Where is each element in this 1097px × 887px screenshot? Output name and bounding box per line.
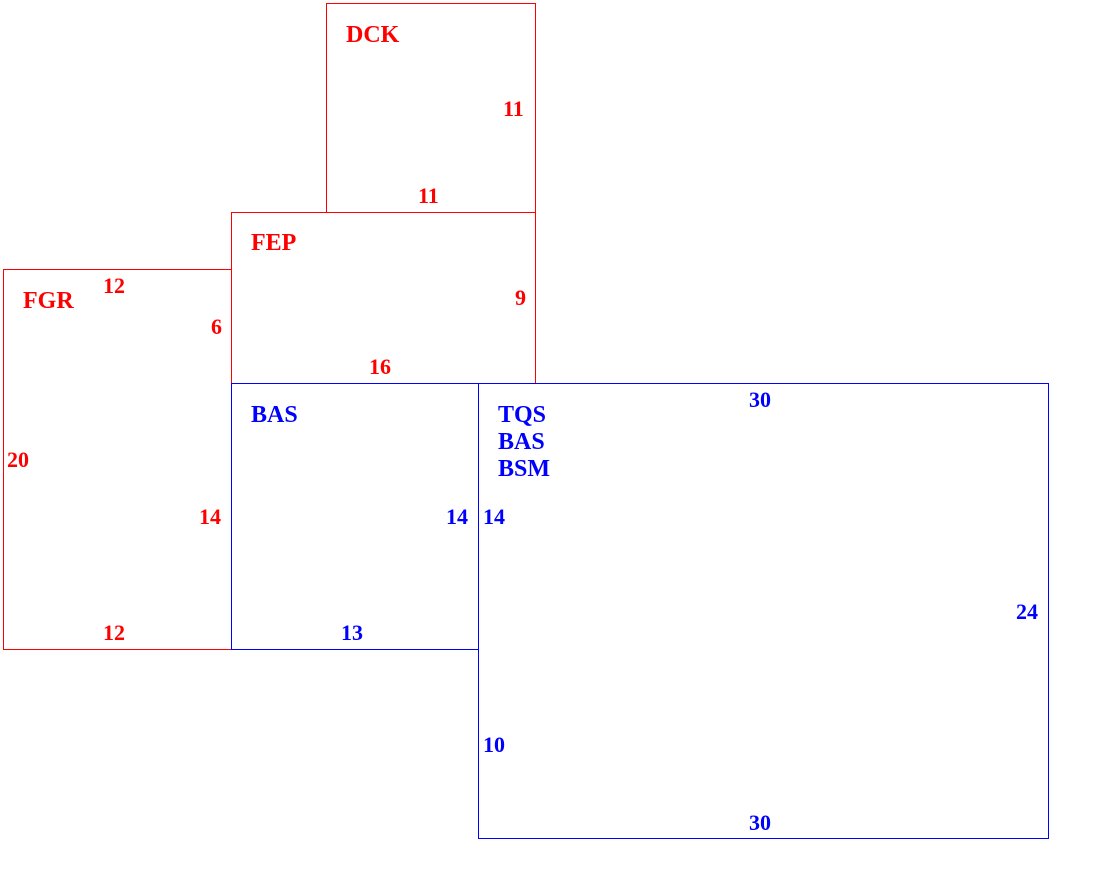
room-dck-dim-bottom: 11 <box>418 183 439 208</box>
room-dck-dim-right: 11 <box>503 96 524 121</box>
room-tqs-name-line: TQS <box>498 402 547 428</box>
room-fgr-dim-bottom: 12 <box>103 620 125 645</box>
room-bas-dim-right: 14 <box>446 504 468 529</box>
room-fgr-name: FGR <box>23 288 74 315</box>
room-fgr-dim-left: 20 <box>7 447 29 472</box>
room-fep-name: FEP <box>251 230 296 257</box>
room-fep-dim-right: 9 <box>515 285 526 310</box>
room-fgr <box>3 269 232 650</box>
room-tqs-dim-left-upper: 14 <box>483 504 505 529</box>
room-tqs-dim-right: 24 <box>1016 599 1038 624</box>
room-tqs-name-line: BSM <box>498 456 551 482</box>
room-tqs-dim-top: 30 <box>749 387 771 412</box>
room-tqs-names: TQS BAS BSM <box>498 402 550 483</box>
room-fep-name-line: FEP <box>251 230 297 256</box>
room-dck-name: DCK <box>346 22 399 49</box>
room-bas-dim-bottom: 13 <box>341 620 363 645</box>
room-tqs-dim-left-lower: 10 <box>483 732 505 757</box>
room-tqs <box>478 383 1049 839</box>
room-dck-name-line: DCK <box>346 22 400 48</box>
room-fgr-dim-top: 12 <box>103 273 125 298</box>
room-bas-name: BAS <box>251 402 298 429</box>
room-tqs-name-line: BAS <box>498 429 545 455</box>
room-bas-name-line: BAS <box>251 402 298 428</box>
room-fep-dim-bottom: 16 <box>369 354 391 379</box>
room-fgr-dim-right-upper: 6 <box>211 314 222 339</box>
room-tqs-dim-bottom: 30 <box>749 810 771 835</box>
room-fgr-name-line: FGR <box>23 288 74 314</box>
room-fgr-dim-right-lower: 14 <box>199 504 221 529</box>
